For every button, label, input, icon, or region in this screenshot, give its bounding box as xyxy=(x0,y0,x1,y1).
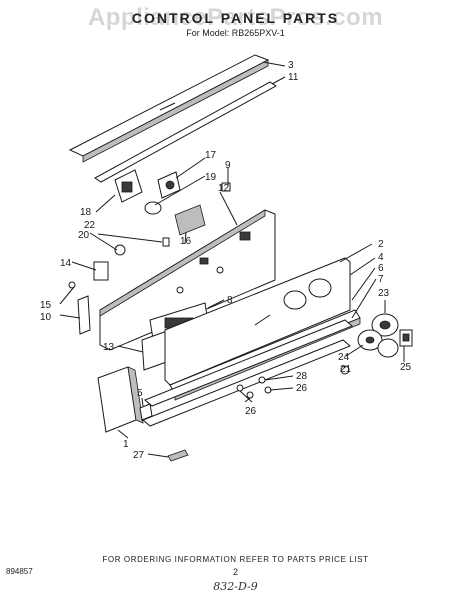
page-title: CONTROL PANEL PARTS xyxy=(131,10,340,26)
callout-24: 24 xyxy=(338,352,350,363)
part-knob-20 xyxy=(114,244,126,256)
callout-19: 19 xyxy=(205,172,217,183)
callout-8: 8 xyxy=(227,295,233,306)
part-bracket-17 xyxy=(157,171,181,199)
model-subtitle: For Model: RB265PXV-1 xyxy=(186,28,285,38)
callout-13: 13 xyxy=(103,342,115,353)
page-number: 2 xyxy=(232,567,238,577)
part-screws xyxy=(236,365,350,399)
callout-1: 1 xyxy=(123,439,129,450)
part-switch-16 xyxy=(174,204,206,236)
callout-16: 16 xyxy=(180,236,192,247)
callout-9: 9 xyxy=(225,160,231,171)
callout-27: 27 xyxy=(133,450,145,461)
callout-6: 6 xyxy=(378,263,384,274)
callout-20: 20 xyxy=(78,230,90,241)
callout-18: 18 xyxy=(80,207,92,218)
callout-2: 2 xyxy=(378,239,384,250)
callout-12: 12 xyxy=(218,183,230,194)
part-knob-25 xyxy=(399,329,413,347)
callout-26-right: 26 xyxy=(296,383,308,394)
part-bracket-18 xyxy=(114,169,143,203)
callout-5: 5 xyxy=(137,388,143,399)
part-knob-23 xyxy=(371,313,399,337)
callout-22: 22 xyxy=(84,220,96,231)
leader-lines xyxy=(59,61,405,458)
part-clip-9 xyxy=(221,182,231,192)
callout-11: 11 xyxy=(288,72,299,83)
part-rod xyxy=(94,81,277,183)
part-clip-22 xyxy=(162,237,170,247)
callout-10: 10 xyxy=(40,312,52,323)
callout-28: 28 xyxy=(296,371,308,382)
watermark: AppliancePartsPros.com xyxy=(87,4,384,31)
callout-21: 21 xyxy=(340,364,352,375)
part-trim-strip xyxy=(68,54,270,163)
part-bracket-14 xyxy=(93,261,109,281)
callout-26-lower: 26 xyxy=(245,406,257,417)
part-clip-5 xyxy=(139,403,153,421)
part-bracket-15-10 xyxy=(68,281,91,335)
callout-3: 3 xyxy=(288,60,294,71)
document-number: 894857 xyxy=(6,567,33,576)
callout-4: 4 xyxy=(378,252,384,263)
handwritten-note: 832-D-9 xyxy=(213,580,258,593)
callout-25: 25 xyxy=(400,362,412,373)
callout-17: 17 xyxy=(205,150,217,161)
ordering-info-note: FOR ORDERING INFORMATION REFER TO PARTS … xyxy=(102,555,369,564)
part-knob-24 xyxy=(357,329,383,351)
callout-23: 23 xyxy=(378,288,390,299)
callout-7: 7 xyxy=(378,274,384,285)
part-27 xyxy=(167,449,189,462)
callout-14: 14 xyxy=(60,258,72,269)
part-knob-pair xyxy=(377,338,399,358)
part-ring-19 xyxy=(144,201,162,215)
part-end-cap-1 xyxy=(97,366,144,433)
callout-15: 15 xyxy=(40,300,52,311)
part-back-panel xyxy=(99,209,276,351)
